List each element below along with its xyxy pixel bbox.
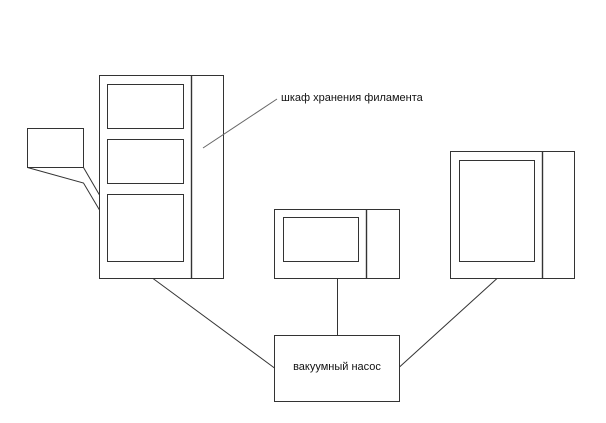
storage-cabinet-label: шкаф хранения филамента <box>281 92 423 104</box>
connection-cabinet-pump <box>152 278 275 369</box>
connection-right-pump <box>399 278 498 368</box>
vacuum-pump-label: вакуумный насос <box>293 361 381 373</box>
cabinet-shelf-1 <box>107 84 184 129</box>
cabinet-shelf-2 <box>107 139 184 184</box>
cabinet-shelf-3 <box>107 194 184 262</box>
filament-storage-cabinet <box>99 75 224 279</box>
right-device <box>450 151 575 279</box>
side-box-callout <box>27 128 100 211</box>
middle-device <box>274 209 400 279</box>
label-leader-line <box>202 98 278 149</box>
